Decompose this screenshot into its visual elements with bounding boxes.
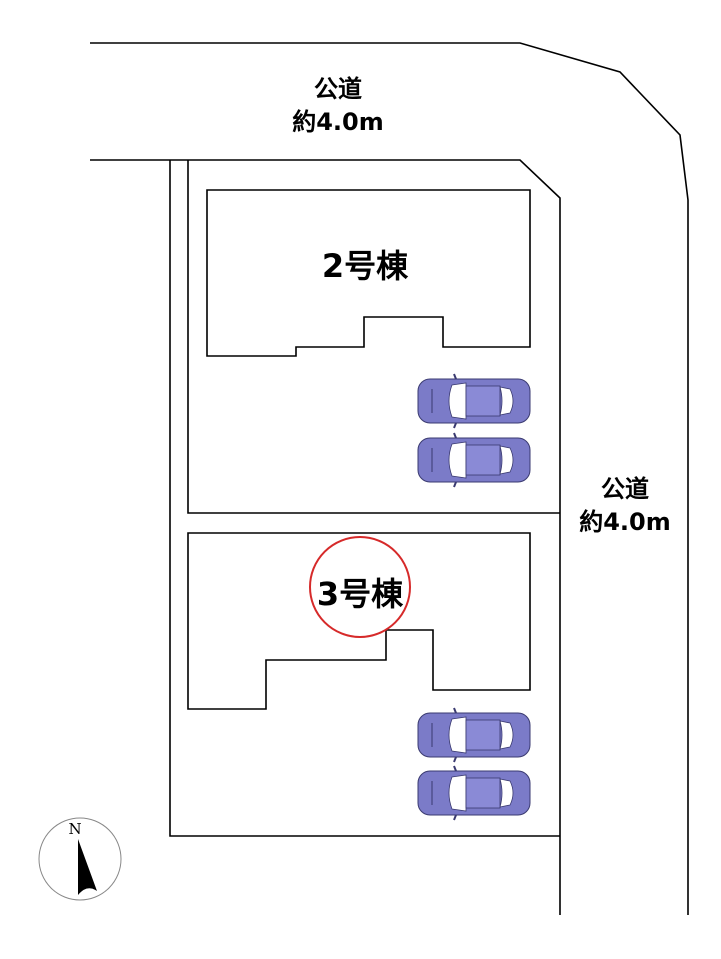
lot-boundary-outer [169,160,560,837]
car-icon [417,765,531,821]
road-east-width: 約4.0m [579,508,671,536]
lot-2-boundary [187,160,560,514]
road-outer-boundary [90,42,689,915]
building-2-label: 2号棟 [322,247,409,285]
compass: N [38,817,122,901]
car-icon [417,707,531,763]
building-3-label: 3号棟 [317,575,404,613]
car-icon [417,373,531,429]
north-arrow-icon [78,839,97,895]
car-icon [417,432,531,488]
highlight-circle [309,536,411,638]
road-inner-boundary [90,159,561,915]
road-north-name: 公道 [314,75,362,103]
road-north-width: 約4.0m [292,108,384,136]
compass-north-label: N [68,820,81,838]
building-2-outline [206,189,531,357]
building-3-outline [187,532,531,710]
road-east-name: 公道 [601,475,649,503]
